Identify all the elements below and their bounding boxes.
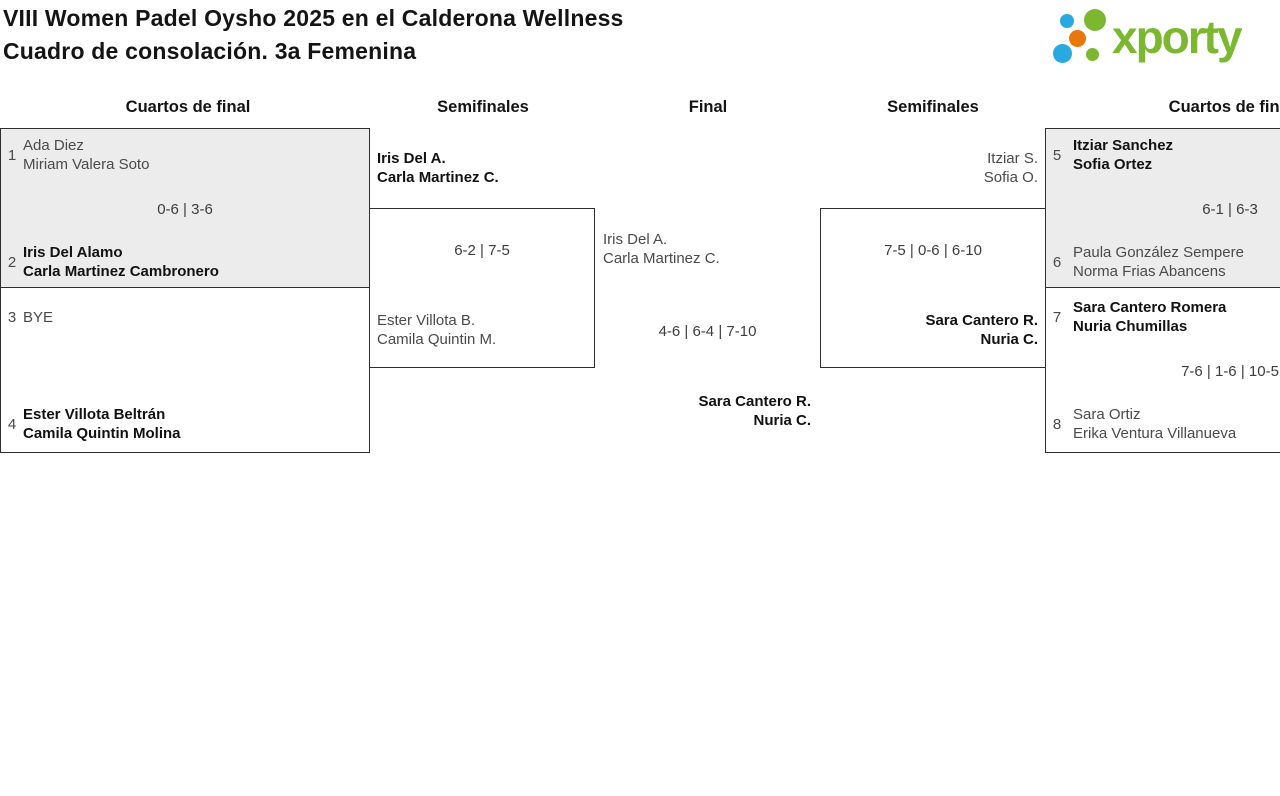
player-name: Norma Frias Abancens bbox=[1073, 263, 1226, 280]
team-itziar-sofia-sf: Itziar S. Sofia O. bbox=[820, 149, 1038, 187]
player-name: Sofia Ortez bbox=[1073, 156, 1153, 173]
match-box-quarterfinal-1[interactable] bbox=[0, 128, 370, 288]
player-name: Sara Cantero R. bbox=[698, 393, 811, 410]
round-header-semifinals-right: Semifinales bbox=[887, 98, 979, 116]
team-sara-nuria: Sara Cantero Romera Nuria Chumillas bbox=[1073, 298, 1226, 336]
team-sara-nuria-final: Sara Cantero R. Nuria C. bbox=[600, 392, 811, 430]
match-score: 4-6 | 6-4 | 7-10 bbox=[658, 323, 757, 340]
player-name: Nuria C. bbox=[753, 412, 811, 429]
player-name: BYE bbox=[23, 309, 54, 326]
round-header-quarterfinals-right: Cuartos de final bbox=[1168, 98, 1280, 116]
player-name: Carla Martinez C. bbox=[377, 169, 499, 186]
page-title: VIII Women Padel Oysho 2025 en el Calder… bbox=[3, 2, 624, 68]
logo-dot-orange-icon bbox=[1069, 30, 1086, 47]
seed-number: 6 bbox=[1052, 254, 1062, 271]
xporty-logo-text: xporty bbox=[1112, 11, 1243, 63]
round-header-final: Final bbox=[688, 98, 728, 116]
player-name: Ester Villota Beltrán bbox=[23, 406, 166, 423]
match-score: 0-6 | 3-6 bbox=[157, 201, 213, 218]
player-name: Iris Del Alamo bbox=[23, 244, 123, 261]
match-box-semifinal-1[interactable] bbox=[369, 208, 595, 368]
player-name: Carla Martinez C. bbox=[603, 250, 720, 267]
match-box-quarterfinal-4[interactable] bbox=[1045, 287, 1280, 453]
player-name: Itziar Sanchez bbox=[1073, 137, 1174, 154]
seed-number: 2 bbox=[7, 254, 17, 271]
logo-dot-blue-small-icon bbox=[1060, 14, 1074, 28]
team-ester-camila: Ester Villota Beltrán Camila Quintin Mol… bbox=[23, 405, 181, 443]
match-box-quarterfinal-3[interactable] bbox=[1045, 128, 1280, 288]
match-score: 6-2 | 7-5 bbox=[454, 242, 510, 259]
player-name: Camila Quintin M. bbox=[377, 331, 497, 348]
player-name: Iris Del A. bbox=[603, 231, 668, 248]
page-title-line1: VIII Women Padel Oysho 2025 en el Calder… bbox=[3, 5, 624, 31]
team-itziar-sofia: Itziar Sanchez Sofia Ortez bbox=[1073, 136, 1173, 174]
player-name: Nuria C. bbox=[980, 331, 1038, 348]
player-name: Sofia O. bbox=[983, 169, 1038, 186]
xporty-logo[interactable]: xporty bbox=[1046, 4, 1278, 72]
player-name: Itziar S. bbox=[987, 150, 1038, 167]
player-name: Sara Cantero R. bbox=[925, 312, 1038, 329]
player-name: Camila Quintin Molina bbox=[23, 425, 181, 442]
player-name: Nuria Chumillas bbox=[1073, 318, 1188, 335]
seed-number: 8 bbox=[1052, 416, 1062, 433]
player-name: Carla Martinez Cambronero bbox=[23, 263, 219, 280]
round-header-quarterfinals-left: Cuartos de final bbox=[125, 98, 251, 116]
seed-number: 5 bbox=[1052, 147, 1062, 164]
logo-dot-blue-large-icon bbox=[1053, 44, 1072, 63]
seed-number: 4 bbox=[7, 416, 17, 433]
logo-dot-green-small-icon bbox=[1086, 48, 1099, 61]
match-score: 7-5 | 0-6 | 6-10 bbox=[884, 242, 982, 259]
team-iris-carla-sf: Iris Del A. Carla Martinez C. bbox=[377, 149, 499, 187]
player-name: Ester Villota B. bbox=[377, 312, 476, 329]
player-name: Erika Ventura Villanueva bbox=[1073, 425, 1237, 442]
team-sara-nuria-sf: Sara Cantero R. Nuria C. bbox=[820, 311, 1038, 349]
seed-number: 1 bbox=[7, 147, 17, 164]
player-name: Sara Cantero Romera bbox=[1073, 299, 1227, 316]
team-iris-carla-final: Iris Del A. Carla Martinez C. bbox=[603, 230, 720, 268]
team-ada-diez: Ada Diez Miriam Valera Soto bbox=[23, 136, 149, 174]
match-score: 7-6 | 1-6 | 10-5 bbox=[1181, 363, 1279, 380]
team-iris-carla: Iris Del Alamo Carla Martinez Cambronero bbox=[23, 243, 219, 281]
logo-dot-green-large-icon bbox=[1084, 9, 1106, 31]
team-bye: BYE bbox=[23, 308, 53, 327]
team-saraortiz-erika: Sara Ortiz Erika Ventura Villanueva bbox=[1073, 405, 1236, 443]
round-header-semifinals-left: Semifinales bbox=[437, 98, 529, 116]
player-name: Paula González Sempere bbox=[1073, 244, 1244, 261]
seed-number: 7 bbox=[1052, 309, 1062, 326]
page-title-line2: Cuadro de consolación. 3a Femenina bbox=[3, 38, 417, 64]
player-name: Ada Diez bbox=[23, 137, 84, 154]
player-name: Sara Ortiz bbox=[1073, 406, 1141, 423]
team-ester-camila-sf: Ester Villota B. Camila Quintin M. bbox=[377, 311, 496, 349]
player-name: Iris Del A. bbox=[377, 150, 446, 167]
seed-number: 3 bbox=[7, 309, 17, 326]
player-name: Miriam Valera Soto bbox=[23, 156, 150, 173]
match-box-quarterfinal-2[interactable] bbox=[0, 287, 370, 453]
match-box-semifinal-2[interactable] bbox=[820, 208, 1046, 368]
match-score: 6-1 | 6-3 bbox=[1202, 201, 1258, 218]
team-paula-norma: Paula González Sempere Norma Frias Abanc… bbox=[1073, 243, 1244, 281]
